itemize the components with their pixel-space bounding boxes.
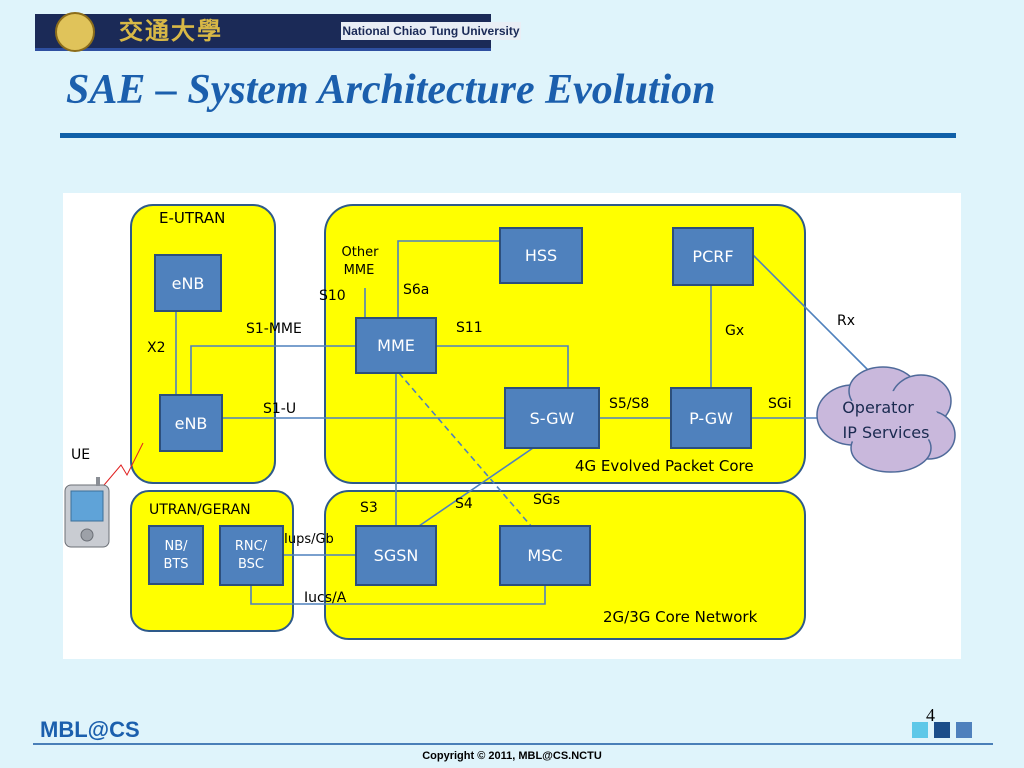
label-s1-u: S1-U xyxy=(263,401,296,417)
node-msc-label: MSC xyxy=(527,546,562,565)
square-3 xyxy=(956,722,972,738)
node-pcrf-label: PCRF xyxy=(692,247,733,266)
label-iups-gb: Iups/Gb xyxy=(284,532,334,547)
label-s6a: S6a xyxy=(403,282,429,298)
node-pcrf xyxy=(672,227,754,286)
operator-cloud xyxy=(816,366,956,473)
link-ue-radio xyxy=(98,442,144,492)
title-divider xyxy=(60,133,956,138)
node-hss xyxy=(499,227,583,284)
node-nb-bts xyxy=(148,525,204,585)
label-s3: S3 xyxy=(360,500,378,516)
label-s10: S10 xyxy=(319,288,346,304)
phone-button xyxy=(80,528,94,542)
node-enb-bottom-label: eNB xyxy=(175,414,208,433)
cloud-core xyxy=(839,391,939,451)
footer-squares-icon xyxy=(912,722,974,738)
page-number: 4 xyxy=(926,705,935,725)
label-sgs: SGs xyxy=(533,492,560,508)
label-s1-mme: S1-MME xyxy=(246,321,302,337)
region-label-utran-geran: UTRAN/GERAN xyxy=(149,502,251,518)
node-mme-label: MME xyxy=(377,336,415,355)
copyright-text: Copyright © 2011, MBL@CS.NCTU xyxy=(422,750,602,762)
operator-label-2: IP Services xyxy=(843,423,930,442)
node-sgsn xyxy=(355,525,437,586)
ue-phone-icon xyxy=(64,477,110,548)
node-s-gw xyxy=(504,387,600,449)
university-banner: 交通大學 National Chiao Tung University xyxy=(35,12,521,52)
label-x2: X2 xyxy=(147,340,166,356)
architecture-diagram: E-UTRAN 4G Evolved Packet Core UTRAN/GER… xyxy=(63,193,961,659)
operator-label-1: Operator xyxy=(842,398,914,417)
label-sgi: SGi xyxy=(768,396,792,412)
node-rnc-bsc-label-2: BSC xyxy=(238,557,264,572)
square-1 xyxy=(912,722,928,738)
links xyxy=(98,240,872,605)
link-sgs xyxy=(398,372,532,527)
label-rx: Rx xyxy=(837,313,855,329)
link-iucs-a xyxy=(250,585,546,605)
phone-screen xyxy=(70,490,104,522)
label-s11: S11 xyxy=(456,320,483,336)
other-mme-label-1: Other xyxy=(342,245,380,260)
link-rx xyxy=(752,254,872,374)
university-name-chinese: 交通大學 xyxy=(119,16,223,45)
node-mme xyxy=(355,317,437,374)
node-hss-label: HSS xyxy=(525,246,557,265)
node-nb-bts-label-1: NB/ xyxy=(164,539,188,554)
node-msc xyxy=(499,525,591,586)
university-seal-icon xyxy=(55,12,95,52)
link-s1-mme xyxy=(190,345,356,395)
node-p-gw-label: P-GW xyxy=(689,409,733,428)
region-label-epc: 4G Evolved Packet Core xyxy=(575,457,754,475)
node-nb-bts-label-2: BTS xyxy=(163,557,188,572)
link-s4 xyxy=(418,447,534,527)
square-2 xyxy=(934,722,950,738)
node-sgsn-label: SGSN xyxy=(374,546,419,565)
label-iucs-a: Iucs/A xyxy=(304,590,347,606)
link-s6a xyxy=(397,240,500,318)
node-rnc-bsc-label-1: RNC/ xyxy=(235,539,268,554)
node-p-gw xyxy=(670,387,752,449)
region-label-e-utran: E-UTRAN xyxy=(159,209,225,227)
footer-divider xyxy=(33,743,993,745)
label-s5-s8: S5/S8 xyxy=(609,396,649,412)
slide-title: SAE – System Architecture Evolution xyxy=(66,67,716,113)
university-name-english: National Chiao Tung University xyxy=(341,22,521,40)
region-label-2g3g-core: 2G/3G Core Network xyxy=(603,608,758,626)
node-s-gw-label: S-GW xyxy=(530,409,575,428)
label-gx: Gx xyxy=(725,323,744,339)
label-s4: S4 xyxy=(455,496,473,512)
node-enb-top xyxy=(154,254,222,312)
other-mme-label-2: MME xyxy=(344,263,375,278)
nodes: eNB eNB MME HSS PCRF S-GW P-GW NB/ BTS R… xyxy=(148,227,754,586)
label-ue: UE xyxy=(71,447,90,463)
phone-antenna xyxy=(96,477,100,486)
node-enb-top-label: eNB xyxy=(172,274,205,293)
node-enb-bottom xyxy=(159,394,223,452)
footer-logo: MBL@CS xyxy=(40,717,140,742)
link-s11 xyxy=(436,345,569,388)
node-rnc-bsc xyxy=(219,525,284,586)
